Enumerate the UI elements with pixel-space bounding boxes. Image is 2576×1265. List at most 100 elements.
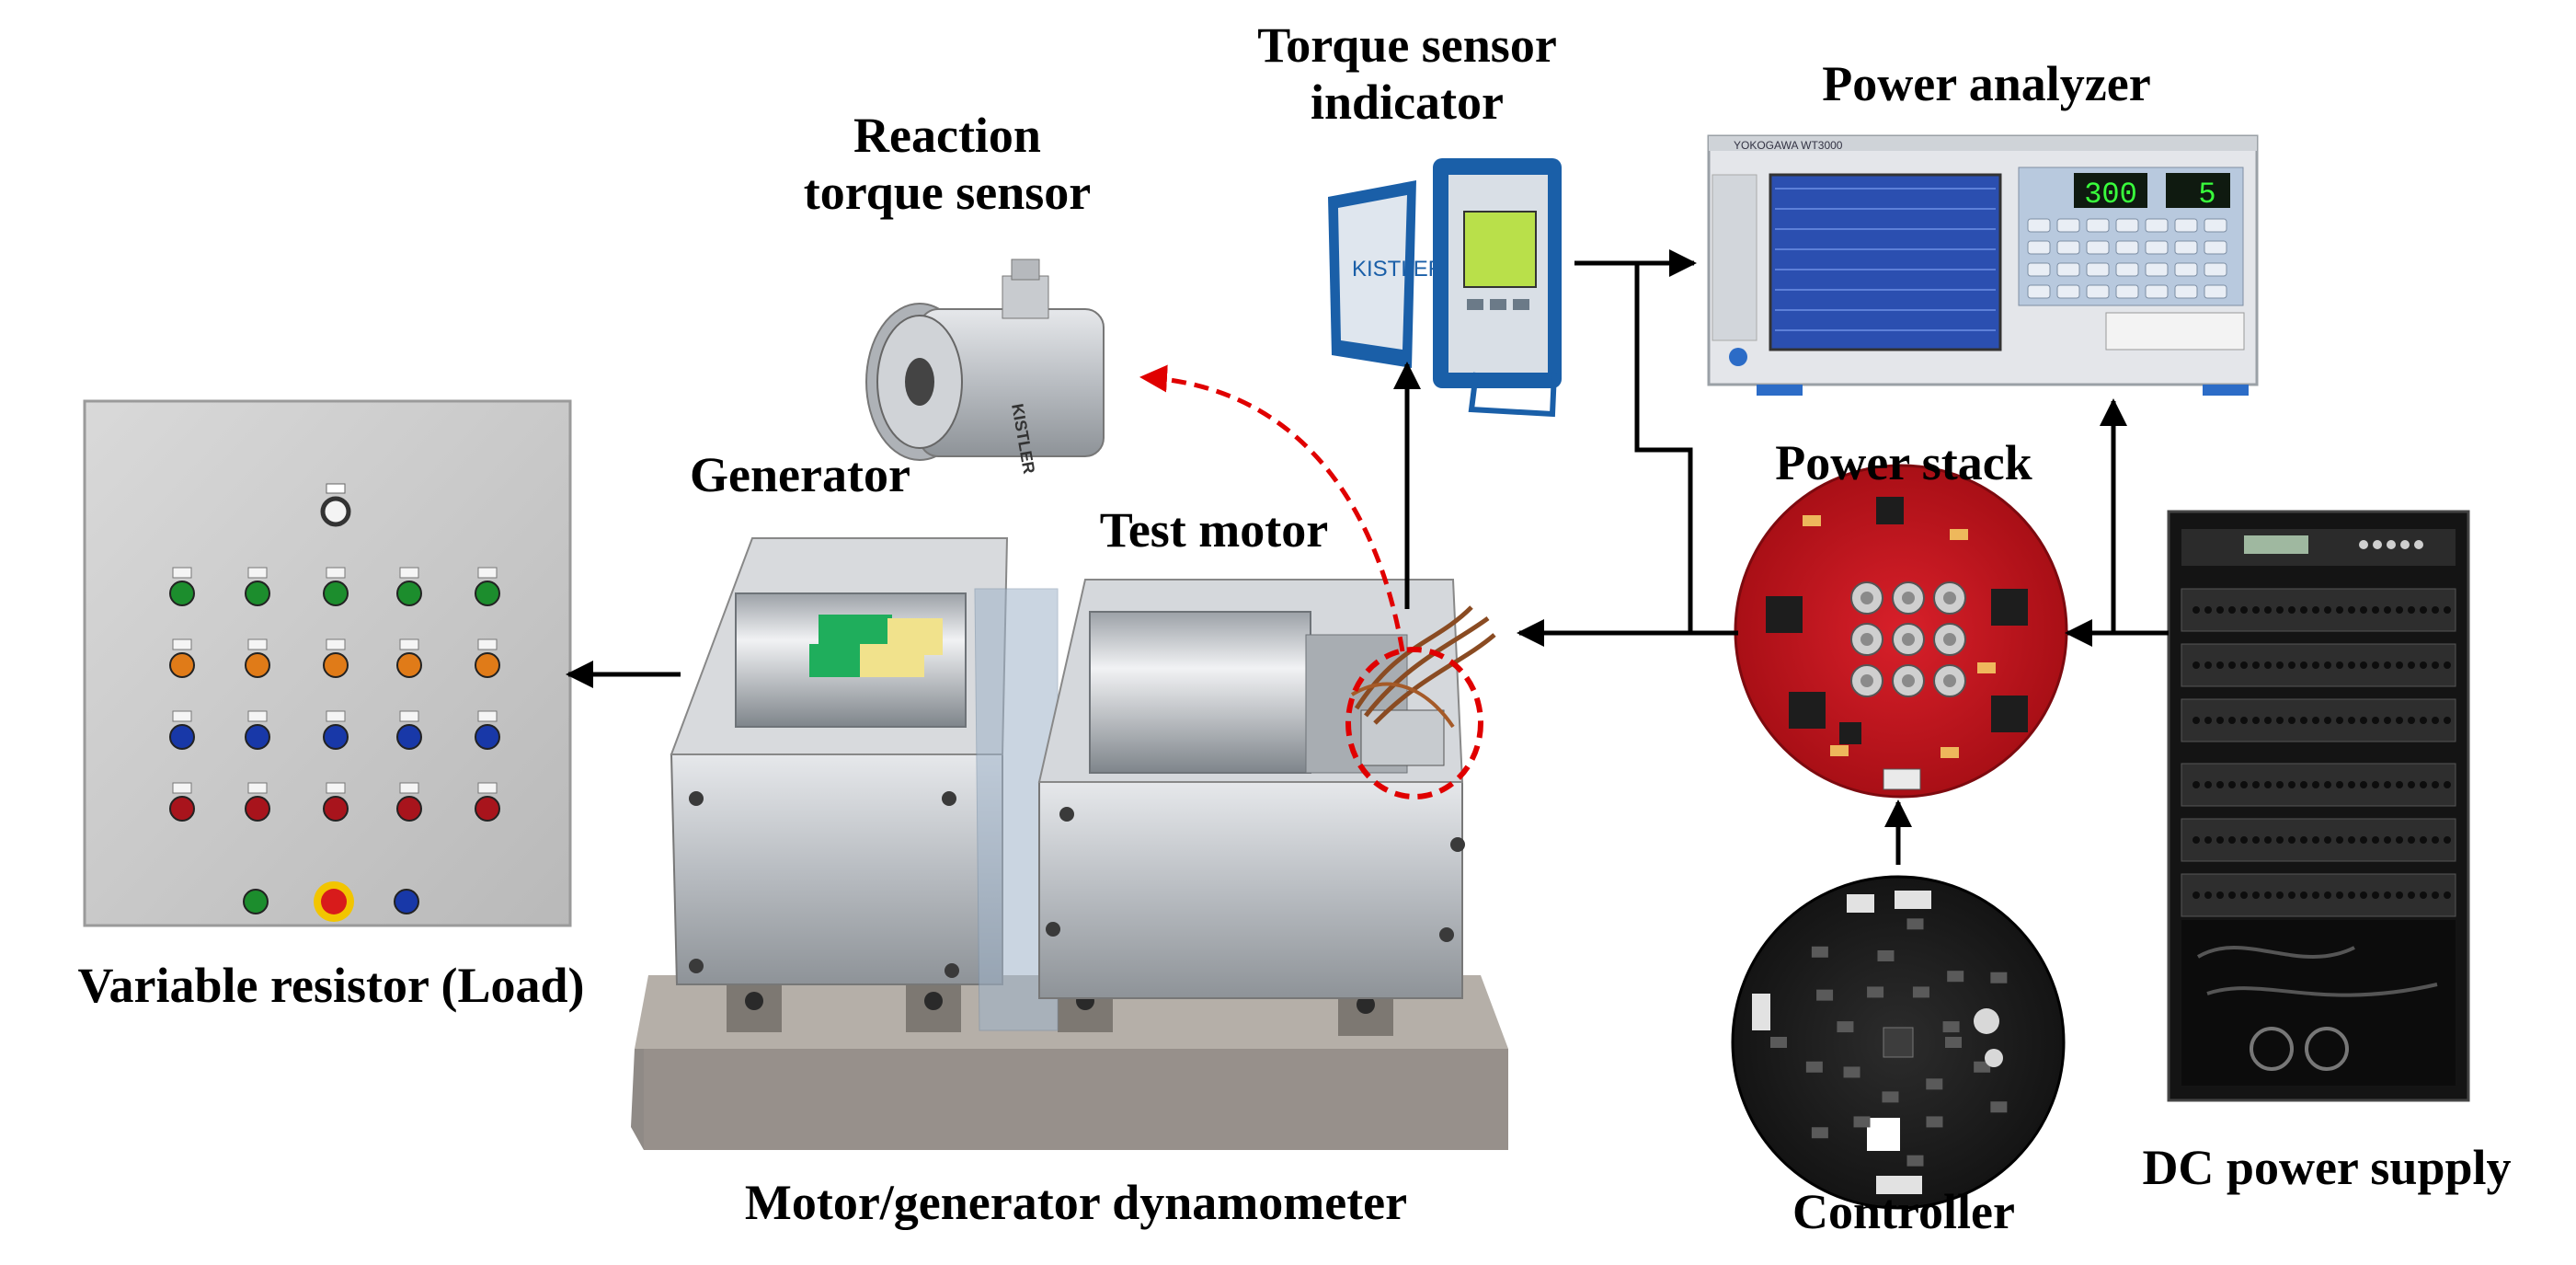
controller-chip xyxy=(1882,1091,1899,1103)
vent-hole xyxy=(2336,836,2343,844)
vent-hole xyxy=(2240,781,2248,788)
power-analyzer-photo: YOKOGAWA WT3000 300 5 xyxy=(1707,134,2259,396)
vent-hole xyxy=(2228,836,2236,844)
reaction-torque-sensor-photo: KISTLER xyxy=(865,259,1105,476)
analyzer-brand-text: YOKOGAWA WT3000 xyxy=(1734,139,1843,152)
analyzer-key xyxy=(2027,240,2051,255)
analyzer-key xyxy=(2027,284,2051,299)
vent-hole xyxy=(2300,891,2307,899)
vent-hole xyxy=(2312,781,2319,788)
analyzer-display-left: 300 xyxy=(2084,178,2137,212)
vent-hole xyxy=(2432,891,2439,899)
capacitor-top xyxy=(1902,674,1915,687)
lamp-label-plate xyxy=(477,710,498,722)
vent-hole xyxy=(2276,606,2284,614)
analyzer-display-right: 5 xyxy=(2198,178,2215,212)
lamp-label-plate xyxy=(477,782,498,794)
vent-hole xyxy=(2276,661,2284,669)
analyzer-key xyxy=(2204,240,2227,255)
controller-chip xyxy=(1990,972,2008,983)
lamp-label-plate xyxy=(247,638,268,650)
label-power-analyzer: Power analyzer xyxy=(1822,56,2151,111)
vent-hole xyxy=(2252,661,2260,669)
vent-hole xyxy=(2216,891,2224,899)
vent-hole xyxy=(2324,836,2331,844)
vent-hole xyxy=(2324,661,2331,669)
lamp-label-plate xyxy=(326,710,346,722)
analyzer-key xyxy=(2204,218,2227,233)
vent-hole xyxy=(2252,781,2260,788)
vent-hole xyxy=(2396,661,2403,669)
vent-hole xyxy=(2384,781,2391,788)
vent-hole xyxy=(2360,836,2367,844)
vent-hole xyxy=(2192,661,2200,669)
label-controller: Controller xyxy=(1792,1184,2015,1239)
vent-hole xyxy=(2192,606,2200,614)
vent-hole xyxy=(2216,836,2224,844)
vent-hole xyxy=(2228,891,2236,899)
vent-hole xyxy=(2300,661,2307,669)
vent-hole xyxy=(2276,717,2284,724)
vent-hole xyxy=(2444,661,2451,669)
label-variable-resistor: Variable resistor (Load) xyxy=(77,958,585,1013)
analyzer-key xyxy=(2027,262,2051,277)
indicator-lamp xyxy=(245,581,270,606)
vent-hole xyxy=(2372,661,2379,669)
vent-hole xyxy=(2444,717,2451,724)
indicator-lamp xyxy=(396,652,422,678)
controller-chip xyxy=(1867,986,1884,998)
vent-hole xyxy=(2240,836,2248,844)
lamp-label-plate xyxy=(477,638,498,650)
label-generator: Generator xyxy=(690,447,910,502)
blue-lamp xyxy=(394,889,419,914)
lamp-label-plate xyxy=(172,567,192,579)
lamp-label-plate xyxy=(399,567,419,579)
capacitor-top xyxy=(1860,674,1873,687)
vent-hole xyxy=(2420,717,2427,724)
vent-hole xyxy=(2204,836,2212,844)
vent-hole xyxy=(2444,891,2451,899)
vent-hole xyxy=(2396,717,2403,724)
vent-hole xyxy=(2372,781,2379,788)
vent-hole xyxy=(2276,836,2284,844)
indicator-lamp xyxy=(323,652,349,678)
vent-hole xyxy=(2432,661,2439,669)
indicator-lamp xyxy=(323,796,349,822)
vent-hole xyxy=(2204,891,2212,899)
indicator-lamp xyxy=(475,724,500,750)
vent-hole xyxy=(2312,717,2319,724)
indicator-brand-text: KISTLER xyxy=(1352,257,1444,282)
vent-hole xyxy=(2408,717,2415,724)
vent-hole xyxy=(2348,661,2355,669)
indicator-lamp-grid xyxy=(169,567,500,822)
vent-hole xyxy=(2384,661,2391,669)
lamp-label-plate xyxy=(247,567,268,579)
variable-resistor-panel xyxy=(83,399,572,927)
vent-hole xyxy=(2240,717,2248,724)
dc-power-supply-photo xyxy=(2167,510,2470,1102)
vent-hole xyxy=(2288,836,2296,844)
vent-hole xyxy=(2336,661,2343,669)
analyzer-key xyxy=(2086,218,2110,233)
controller-chip xyxy=(1926,1078,1943,1090)
controller-chip xyxy=(1926,1116,1943,1128)
power-stack-photo xyxy=(1734,464,2068,799)
analyzer-key xyxy=(2204,262,2227,277)
indicator-screen xyxy=(1463,211,1537,288)
controller-chip xyxy=(1837,1021,1854,1033)
vent-hole xyxy=(2444,606,2451,614)
analyzer-key xyxy=(2145,284,2169,299)
indicator-lamp xyxy=(396,724,422,750)
indicator-lamp xyxy=(245,652,270,678)
analyzer-key xyxy=(2115,262,2139,277)
vent-hole xyxy=(2360,717,2367,724)
vent-hole xyxy=(2204,781,2212,788)
label-reaction-torque-sensor: Reaction torque sensor xyxy=(803,108,1092,220)
controller-chip xyxy=(1805,1061,1823,1073)
dynamometer-photo xyxy=(631,537,1508,1150)
vent-hole xyxy=(2312,606,2319,614)
vent-hole xyxy=(2264,606,2272,614)
vent-hole xyxy=(2300,606,2307,614)
vent-hole xyxy=(2444,781,2451,788)
